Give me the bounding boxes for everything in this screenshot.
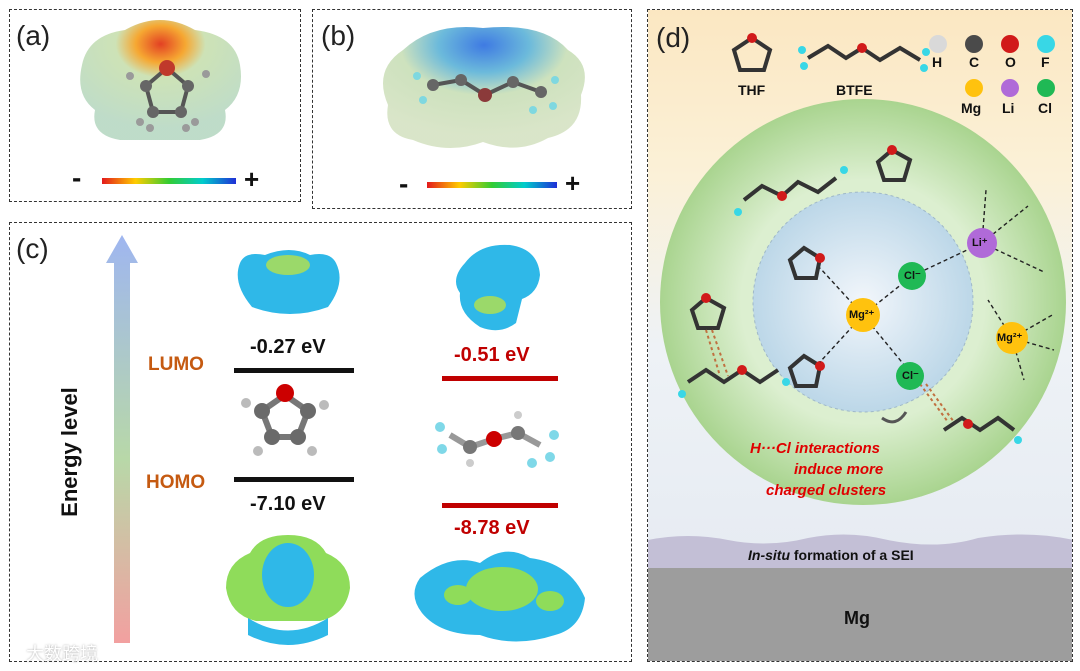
homo-label: HOMO <box>146 472 206 493</box>
sei-text: formation of a SEI <box>790 547 914 563</box>
li-ion: Li⁺ <box>972 237 988 249</box>
cl-ion-upper: Cl⁻ <box>904 270 921 282</box>
legend-label-cl: Cl <box>1038 100 1052 116</box>
mg-ion-center: Mg²⁺ <box>849 309 875 321</box>
panel-b-label: (b) <box>321 20 356 51</box>
lumo-label: LUMO <box>148 354 204 375</box>
legend-label-f: F <box>1041 54 1050 70</box>
legend-label-mg: Mg <box>961 100 982 116</box>
cl-ion-lower: Cl⁻ <box>902 370 919 382</box>
interaction-line-3: charged clusters <box>766 482 887 499</box>
panel-b: (b) - + <box>312 9 632 209</box>
legend-label-o: O <box>1005 54 1016 70</box>
btfe-legend-molecule <box>798 43 930 72</box>
sei-italic: In-situ <box>748 547 790 563</box>
legend-label-c: C <box>969 54 980 70</box>
thf-name: THF <box>738 82 766 98</box>
panel-c: (c) <box>9 222 632 662</box>
btfe-name: BTFE <box>836 82 873 98</box>
substrate-label: Mg <box>844 608 870 628</box>
panel-a-label: (a) <box>16 20 51 51</box>
btfe-lumo-energy: -0.51 eV <box>454 344 530 366</box>
btfe-esp-map <box>383 26 585 188</box>
thf-legend-molecule <box>731 33 773 72</box>
legend-label-li: Li <box>1002 100 1015 116</box>
thf-lumo-energy: -0.27 eV <box>250 336 326 358</box>
thf-homo-energy: -7.10 eV <box>250 493 326 515</box>
scale-plus-label: + <box>244 164 260 194</box>
panel-d: (d) THF BTFE H C O F Mg Li Cl Mg²⁺ Cl⁻ C… <box>647 9 1073 662</box>
panel-d-scene <box>648 10 1072 661</box>
panel-c-label: (c) <box>16 233 49 264</box>
thf-esp-map <box>80 20 242 184</box>
interaction-line-1: H···Cl interactions <box>750 440 881 457</box>
scale-plus-label: + <box>565 168 581 198</box>
watermark: 大数跨境 <box>26 644 98 664</box>
scale-minus-label: - <box>399 168 409 199</box>
sei-label: In-situ formation of a SEI <box>748 547 914 563</box>
interaction-line-2: induce more <box>794 461 884 478</box>
panel-d-label: (d) <box>656 22 691 53</box>
scale-minus-label: - <box>72 162 82 193</box>
btfe-homo-energy: -8.78 eV <box>454 517 530 539</box>
orbital-diagram <box>106 235 585 645</box>
energy-axis-label: Energy level <box>57 387 82 517</box>
legend-label-h: H <box>932 54 943 70</box>
mg-ion-outer: Mg²⁺ <box>997 332 1023 344</box>
panel-a: (a) - + <box>9 9 301 202</box>
